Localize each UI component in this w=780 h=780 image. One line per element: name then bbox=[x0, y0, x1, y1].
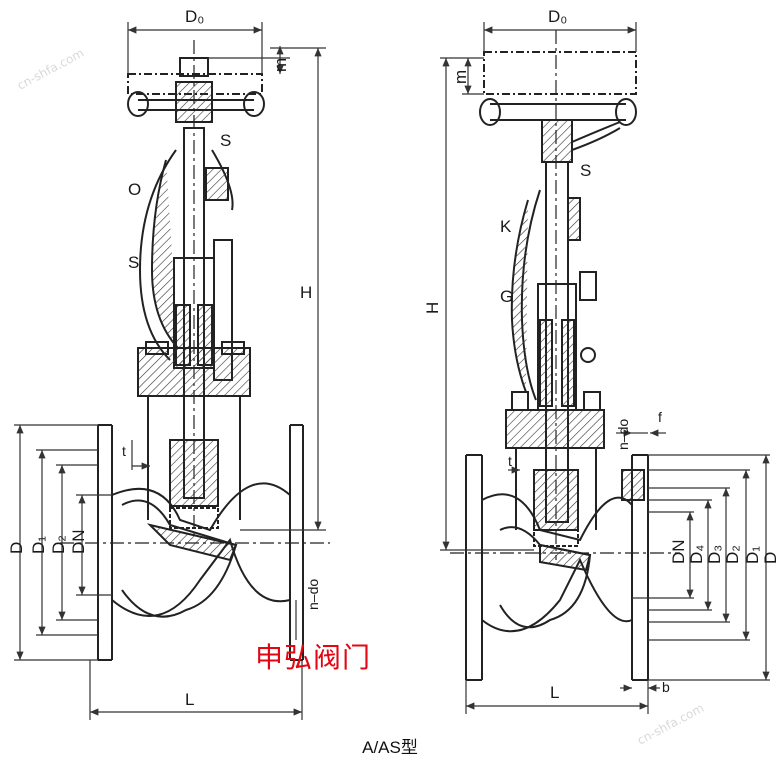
left-label-dn: DN bbox=[69, 529, 88, 554]
brand-mark: 申弘阀门 bbox=[255, 641, 372, 674]
left-label-s-mid: S bbox=[128, 253, 139, 272]
left-valve-view bbox=[60, 40, 330, 661]
watermark-ghost-1: cn-shfa.com bbox=[15, 46, 86, 93]
left-label-l: L bbox=[185, 690, 194, 709]
right-label-d4: D₄ bbox=[687, 545, 706, 564]
left-dimensions bbox=[14, 22, 326, 720]
left-label-d: D bbox=[7, 542, 26, 554]
left-label-o: O bbox=[128, 180, 141, 199]
left-label-d1: D₁ bbox=[29, 536, 48, 554]
right-label-h: H bbox=[423, 302, 442, 314]
right-label-k: K bbox=[500, 217, 512, 236]
right-label-d: D bbox=[761, 552, 780, 564]
right-label-d3: D₃ bbox=[705, 545, 724, 564]
right-label-n-do: n–do bbox=[615, 419, 631, 450]
right-valve-view bbox=[450, 30, 680, 681]
left-label-d0: D₀ bbox=[185, 7, 204, 26]
left-label-n-do: n–do bbox=[305, 579, 321, 610]
right-dimensions bbox=[440, 22, 770, 714]
right-handwheel bbox=[479, 51, 637, 163]
left-label-h: H bbox=[300, 283, 312, 302]
right-label-d2: D₂ bbox=[723, 545, 742, 564]
left-handwheel bbox=[127, 57, 265, 123]
left-label-m: m bbox=[271, 58, 290, 72]
left-label-s-top: S bbox=[220, 131, 231, 150]
right-label-d0: D₀ bbox=[548, 7, 567, 26]
right-label-f: f bbox=[658, 409, 662, 425]
right-label-s: S bbox=[580, 161, 591, 180]
right-labels: D₀ m S K G H f n–do t DN D₄ D₃ D₂ D₁ D L… bbox=[423, 7, 780, 702]
left-label-d2: D₂ bbox=[49, 535, 68, 554]
right-label-t: t bbox=[508, 453, 512, 469]
left-labels: D₀ m S O S H t n–do D D₁ D₂ DN L bbox=[7, 7, 321, 709]
right-label-l: L bbox=[550, 683, 559, 702]
right-label-d1: D₁ bbox=[743, 546, 762, 564]
figure-caption: A/AS型 bbox=[362, 738, 418, 757]
left-label-t: t bbox=[122, 443, 126, 459]
right-label-b: b bbox=[662, 679, 670, 695]
right-label-dn: DN bbox=[669, 539, 688, 564]
right-label-g: G bbox=[500, 287, 513, 306]
right-label-m: m bbox=[451, 70, 470, 84]
